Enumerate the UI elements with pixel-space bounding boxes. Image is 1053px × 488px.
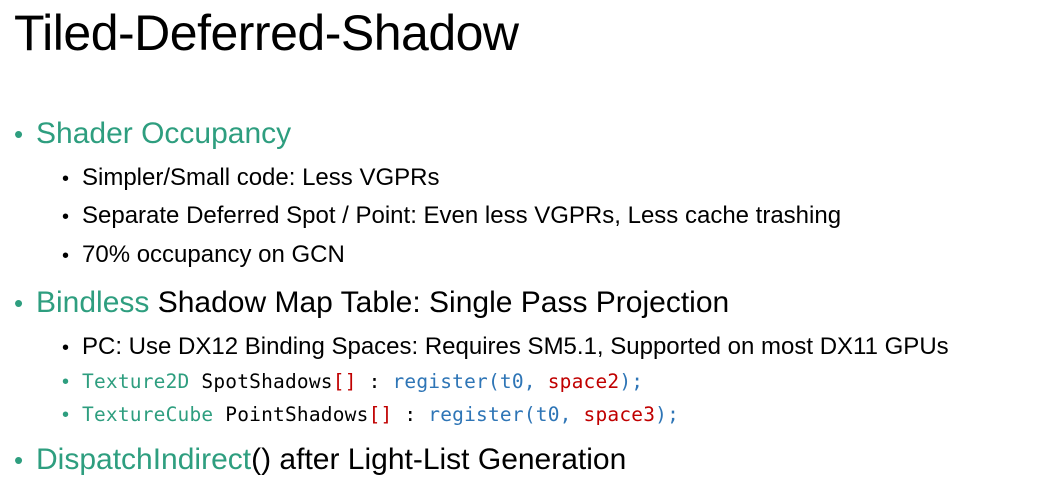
code-line: • Texture2D SpotShadows[] : register(t0,… bbox=[62, 367, 643, 397]
bullet-icon: • bbox=[62, 206, 70, 228]
code-text: Texture2D SpotShadows[] : register(t0, s… bbox=[82, 367, 643, 397]
code-brackets: [] bbox=[368, 403, 393, 426]
list-item: • 70% occupancy on GCN bbox=[62, 240, 345, 271]
code-brackets: [] bbox=[332, 370, 357, 393]
bullet-icon: • bbox=[14, 288, 24, 318]
bullet-icon: • bbox=[62, 245, 70, 267]
code-type: TextureCube bbox=[82, 403, 214, 426]
section-heading-rest: Shadow Map Table: Single Pass Projection bbox=[149, 286, 730, 319]
list-item: • Simpler/Small code: Less VGPRs bbox=[62, 163, 439, 194]
code-line: • TextureCube PointShadows[] : register(… bbox=[62, 400, 679, 430]
list-item-text: Separate Deferred Spot / Point: Even les… bbox=[82, 202, 842, 229]
section-heading-accent: DispatchIndirect bbox=[36, 443, 252, 476]
bullet-icon: • bbox=[62, 168, 70, 190]
bullet-icon: • bbox=[62, 404, 70, 426]
code-register-close: ); bbox=[655, 403, 680, 426]
list-item: • PC: Use DX12 Binding Spaces: Requires … bbox=[62, 332, 949, 363]
code-text: TextureCube PointShadows[] : register(t0… bbox=[82, 400, 679, 430]
code-register-open: register(t0, bbox=[428, 403, 584, 426]
bullet-icon: • bbox=[62, 371, 70, 393]
code-identifier: PointShadows bbox=[213, 403, 369, 426]
list-item-text: Simpler/Small code: Less VGPRs bbox=[82, 164, 440, 191]
code-space: space3 bbox=[583, 403, 656, 426]
section-bindless-shadow-map: • Bindless Shadow Map Table: Single Pass… bbox=[14, 285, 729, 321]
code-space: space2 bbox=[547, 370, 620, 393]
list-item: • Separate Deferred Spot / Point: Even l… bbox=[62, 201, 841, 232]
list-item-text: 70% occupancy on GCN bbox=[82, 241, 345, 268]
code-register-open: register(t0, bbox=[392, 370, 548, 393]
bullet-icon: • bbox=[62, 337, 70, 359]
bullet-icon: • bbox=[14, 119, 24, 149]
code-register-close: ); bbox=[619, 370, 644, 393]
section-dispatch-indirect: • DispatchIndirect () after Light-List G… bbox=[14, 442, 626, 478]
code-colon: : bbox=[392, 403, 429, 426]
slide-title: Tiled-Deferred-Shadow bbox=[14, 5, 519, 61]
code-identifier: SpotShadows bbox=[189, 370, 333, 393]
code-type: Texture2D bbox=[82, 370, 190, 393]
code-colon: : bbox=[356, 370, 393, 393]
section-heading-accent: Bindless bbox=[36, 286, 150, 319]
list-item-text: PC: Use DX12 Binding Spaces: Requires SM… bbox=[82, 333, 949, 360]
section-heading-accent: Shader Occupancy bbox=[36, 117, 292, 150]
bullet-icon: • bbox=[14, 445, 24, 475]
section-heading-rest: () after Light-List Generation bbox=[251, 443, 627, 476]
section-shader-occupancy: • Shader Occupancy bbox=[14, 116, 291, 152]
